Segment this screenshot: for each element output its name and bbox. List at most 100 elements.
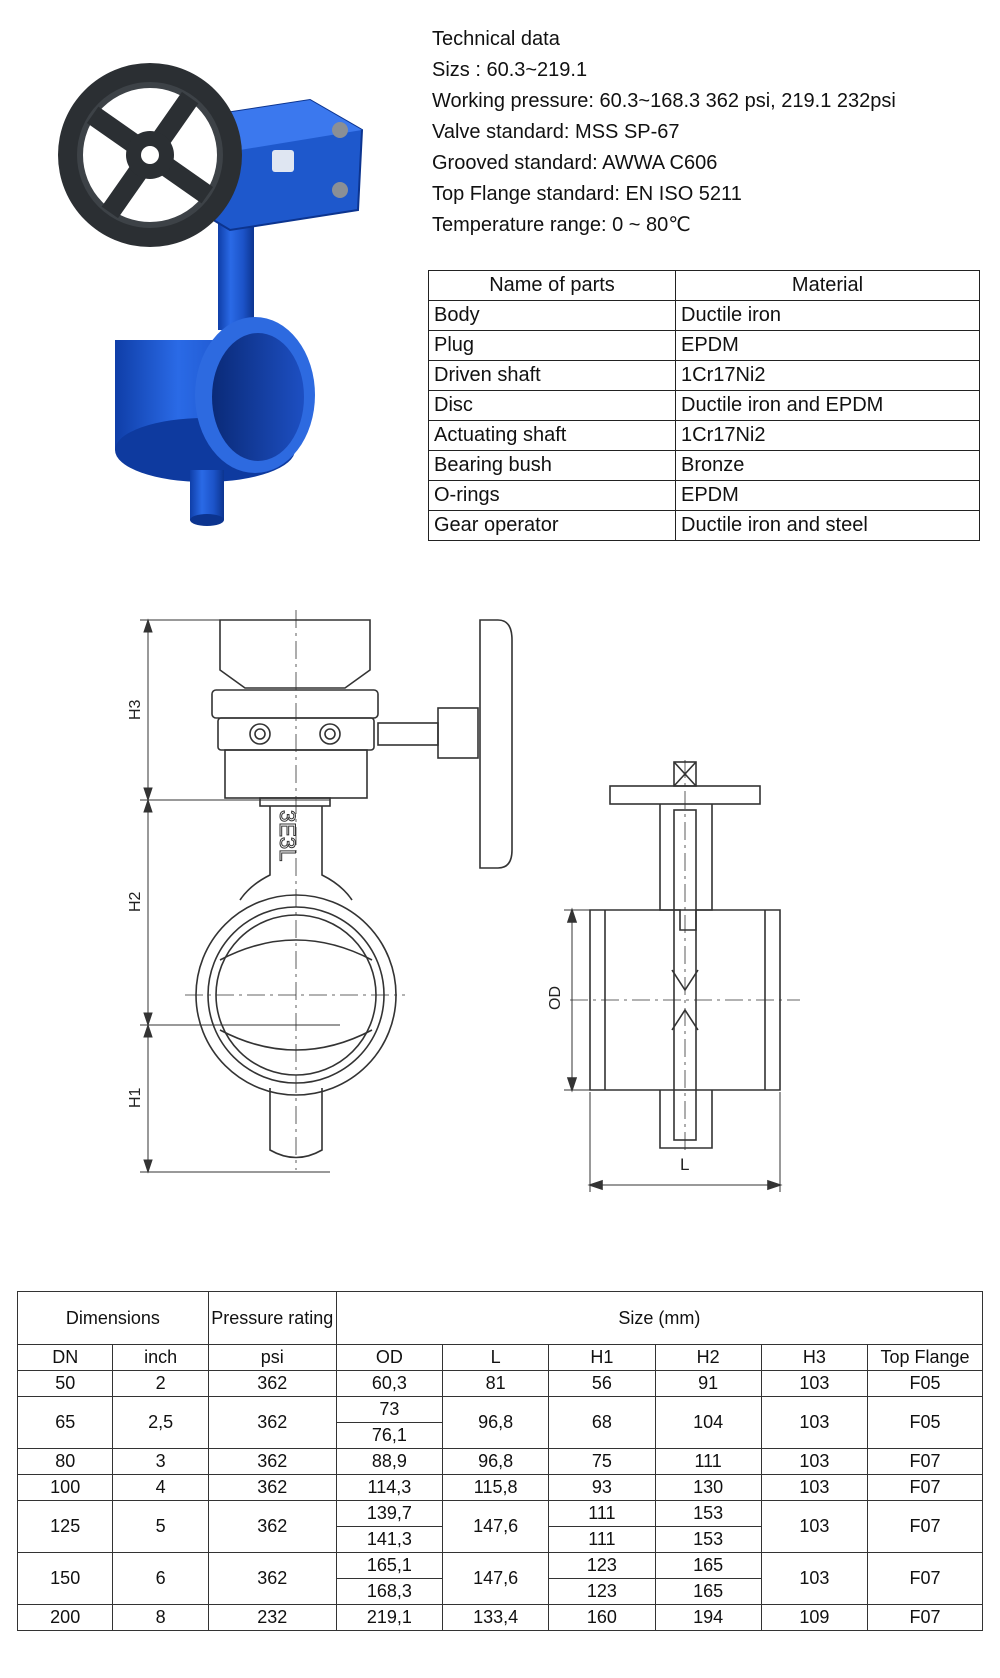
col-h2: H2 [654, 1344, 762, 1371]
table-row: 65 2,5 362 73 96,8 68 104 103 F05 [16, 1396, 983, 1449]
dn-cell: 80 [16, 1448, 114, 1475]
part-material: 1Cr17Ni2 [675, 360, 980, 391]
flange-cell: F07 [867, 1500, 983, 1553]
h2-cell: 91 [654, 1370, 762, 1397]
part-name: Disc [428, 390, 676, 421]
h2-cell: 194 [654, 1604, 762, 1631]
dimension-table: Dimensions Pressure rating Size (mm) DN … [16, 1291, 984, 1631]
inch-cell: 6 [112, 1552, 209, 1605]
h2-cell: 130 [654, 1474, 762, 1501]
h1-cell: 111 [548, 1526, 656, 1553]
h3-cell: 103 [760, 1396, 869, 1449]
table-subrow: 168,3 123 165 [18, 1578, 983, 1605]
label-h1: H1 [127, 1087, 144, 1108]
h1-cell: 56 [548, 1370, 656, 1397]
part-name: Gear operator [428, 510, 676, 541]
h3-cell: 103 [760, 1500, 869, 1553]
h3-cell: 103 [760, 1448, 869, 1475]
part-material: EPDM [675, 330, 980, 361]
l-cell: 147,6 [441, 1500, 550, 1553]
sizes-line: Sizs : 60.3~219.1 [432, 59, 588, 81]
table-row: 200 8 232 219,1 133,4 160 194 109 F07 [16, 1604, 983, 1631]
psi-cell: 362 [207, 1552, 337, 1605]
l-cell: 115,8 [441, 1474, 550, 1501]
od-cell: 60,3 [335, 1370, 444, 1397]
part-name: Body [428, 300, 676, 331]
od-cell: 168,3 [335, 1578, 444, 1605]
flange-cell: F07 [867, 1604, 983, 1631]
h1-cell: 75 [548, 1448, 656, 1475]
h1-cell: 160 [548, 1604, 656, 1631]
flange-cell: F07 [867, 1474, 983, 1501]
h1-cell: 111 [548, 1500, 656, 1527]
flange-cell: F07 [867, 1448, 983, 1475]
table-row: 80 3 362 88,9 96,8 75 111 103 F07 [16, 1448, 983, 1475]
col-h1: H1 [548, 1344, 656, 1371]
part-material: Bronze [675, 450, 980, 481]
psi-cell: 362 [207, 1448, 337, 1475]
header-name-of-parts: Name of parts [428, 270, 676, 301]
l-cell: 96,8 [441, 1396, 550, 1449]
od-cell: 76,1 [335, 1422, 444, 1449]
part-material: EPDM [675, 480, 980, 511]
part-name: O-rings [428, 480, 676, 511]
h1-cell: 68 [548, 1396, 656, 1449]
col-top-flange: Top Flange [867, 1344, 983, 1371]
inch-cell: 5 [112, 1500, 209, 1553]
col-dn: DN [16, 1344, 114, 1371]
h3-cell: 103 [760, 1474, 869, 1501]
table-row: 150 6 362 165,1 147,6 123 165 103 F07 [16, 1552, 983, 1605]
label-h3: H3 [127, 699, 144, 720]
od-cell: 219,1 [335, 1604, 444, 1631]
h1-cell: 123 [548, 1552, 656, 1579]
table-row: 125 5 362 139,7 147,6 111 153 103 F07 [16, 1500, 983, 1553]
part-material: Ductile iron and EPDM [675, 390, 980, 421]
part-name: Actuating shaft [428, 420, 676, 451]
table-row: 100 4 362 114,3 115,8 93 130 103 F07 [16, 1474, 983, 1501]
header-size: Size (mm) [335, 1291, 984, 1345]
header-pressure-rating: Pressure rating [207, 1291, 337, 1345]
group-header-row: Dimensions Pressure rating Size (mm) [17, 1291, 984, 1345]
front-view [185, 610, 513, 1170]
psi-cell: 362 [207, 1370, 337, 1397]
h3-cell: 103 [760, 1370, 869, 1397]
h3-cell: 103 [760, 1552, 869, 1605]
column-header-row: DN inch psi OD L H1 H2 H3 Top Flange [16, 1344, 983, 1371]
working-pressure-line: Working pressure: 60.3~168.3 362 psi, 21… [432, 90, 896, 112]
dn-cell: 65 [16, 1396, 114, 1449]
l-cell: 147,6 [441, 1552, 550, 1605]
h1-cell: 93 [548, 1474, 656, 1501]
part-material: Ductile iron [675, 300, 980, 331]
flange-cell: F05 [867, 1396, 983, 1449]
h2-cell: 153 [654, 1526, 762, 1553]
label-h2: H2 [127, 891, 144, 912]
od-cell: 114,3 [335, 1474, 444, 1501]
psi-cell: 362 [207, 1500, 337, 1553]
technical-title: Technical data [432, 28, 560, 50]
l-cell: 96,8 [441, 1448, 550, 1475]
valve-technical-drawing: H3 H2 H1 3E3L [127, 610, 800, 1192]
od-cell: 141,3 [335, 1526, 444, 1553]
od-cell: 88,9 [335, 1448, 444, 1475]
col-od: OD [335, 1344, 444, 1371]
inch-cell: 8 [112, 1604, 209, 1631]
od-cell: 73 [335, 1396, 444, 1423]
dn-cell: 200 [16, 1604, 114, 1631]
h2-cell: 165 [654, 1552, 762, 1579]
h1-cell: 123 [548, 1578, 656, 1605]
h3-cell: 109 [760, 1604, 869, 1631]
inch-cell: 3 [112, 1448, 209, 1475]
section-view [564, 760, 800, 1192]
dn-cell: 100 [16, 1474, 114, 1501]
h2-cell: 111 [654, 1448, 762, 1475]
valve-product-photo [58, 63, 364, 526]
dn-cell: 50 [16, 1370, 114, 1397]
